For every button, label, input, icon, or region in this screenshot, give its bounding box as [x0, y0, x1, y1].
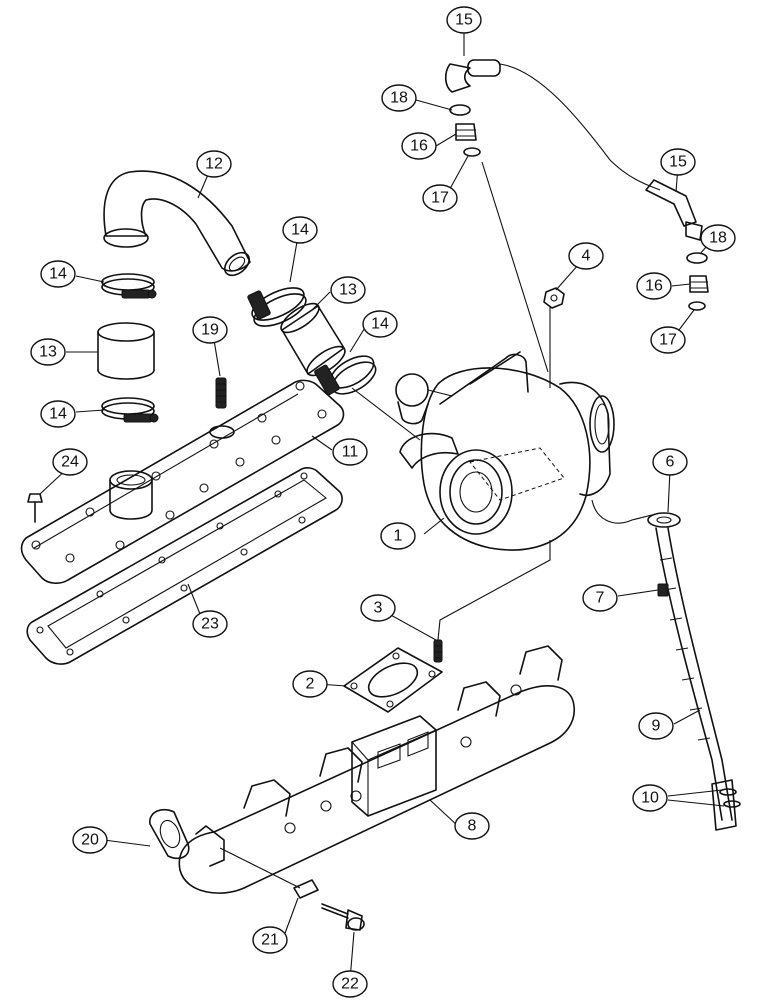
adapter-16-upper — [455, 123, 477, 141]
callout-label: 21 — [261, 932, 279, 949]
callout-label: 14 — [49, 266, 67, 283]
callout-4: 4 — [568, 242, 604, 270]
assembly-center-lines — [219, 161, 657, 889]
hose-clamp-center-lower — [314, 355, 377, 396]
callout-22: 22 — [332, 970, 368, 998]
callout-label: 6 — [666, 454, 675, 471]
callout-label: 10 — [641, 790, 659, 807]
callout-17-right: 17 — [650, 326, 686, 354]
callout-label: 1 — [394, 528, 403, 545]
callout-label: 9 — [652, 718, 661, 735]
callout-label: 15 — [455, 12, 473, 29]
callout-7: 7 — [582, 584, 618, 612]
callout-11: 11 — [332, 438, 368, 466]
callout-leaders — [39, 32, 725, 981]
gasket-6 — [647, 512, 681, 528]
hose-sleeve-center — [280, 302, 346, 377]
oil-drain-tube — [655, 527, 737, 831]
callout-label: 19 — [201, 322, 219, 339]
washer-18-upper — [449, 104, 471, 116]
callout-label: 13 — [339, 282, 357, 299]
oil-feed-line — [444, 59, 703, 241]
hose-clamp-left-lower — [101, 397, 159, 423]
callout-label: 13 — [39, 344, 57, 361]
callout-23: 23 — [192, 610, 228, 638]
callout-12: 12 — [196, 150, 232, 178]
callout-label: 17 — [659, 332, 677, 349]
intake-manifold — [20, 379, 345, 584]
callout-label: 8 — [468, 818, 477, 835]
callout-3: 3 — [360, 594, 396, 622]
callout-16-right: 16 — [636, 272, 672, 300]
callout-label: 18 — [709, 230, 727, 247]
callout-19: 19 — [192, 316, 228, 344]
callout-label: 2 — [306, 676, 315, 693]
callout-14-left-lower: 14 — [40, 400, 76, 428]
hose-sleeve-left — [97, 322, 155, 380]
callout-14-center-upper: 14 — [282, 216, 318, 244]
callout-8: 8 — [454, 812, 490, 840]
callout-label: 23 — [201, 616, 219, 633]
clip-7 — [657, 583, 669, 597]
o-rings-10 — [719, 788, 741, 808]
callout-2: 2 — [292, 670, 328, 698]
bolt-24 — [27, 493, 43, 523]
turbo-gasket — [343, 647, 443, 713]
nut-4 — [543, 287, 565, 309]
callout-label: 3 — [374, 600, 383, 617]
callout-16-top: 16 — [401, 132, 437, 160]
callout-label: 14 — [371, 316, 389, 333]
callout-20: 20 — [72, 826, 108, 854]
manifold-bolt-holes — [31, 381, 327, 563]
callout-label: 11 — [342, 444, 359, 461]
o-ring-17-upper — [463, 147, 481, 157]
o-ring-17-lower — [688, 301, 706, 311]
callout-13-center: 13 — [330, 276, 366, 304]
callout-label: 14 — [291, 222, 309, 239]
callout-label: 16 — [410, 138, 428, 155]
callout-label: 4 — [582, 248, 591, 265]
callout-label: 22 — [341, 976, 359, 993]
washer-18-lower — [686, 252, 708, 264]
callout-label: 20 — [81, 832, 99, 849]
callout-label: 16 — [645, 278, 663, 295]
callout-1: 1 — [380, 522, 416, 550]
callout-15-right: 15 — [660, 148, 696, 176]
exhaust-gasket-20 — [149, 808, 190, 860]
callout-label: 14 — [49, 406, 67, 423]
bolt-22 — [321, 903, 365, 931]
callout-17-top: 17 — [422, 184, 458, 212]
callout-6: 6 — [652, 448, 688, 476]
callout-21: 21 — [252, 926, 288, 954]
callout-label: 7 — [596, 590, 605, 607]
callout-9: 9 — [638, 712, 674, 740]
intake-gasket — [26, 467, 343, 665]
callout-18-right: 18 — [700, 224, 736, 252]
stud-3 — [433, 639, 443, 663]
exhaust-manifold — [178, 645, 575, 894]
callout-15-top: 15 — [446, 6, 482, 34]
callout-label: 18 — [390, 90, 408, 107]
callout-10: 10 — [632, 784, 668, 812]
intake-elbow-pipe — [103, 170, 251, 277]
hose-clamp-center-upper — [247, 287, 307, 327]
hose-clamp-left-upper — [101, 273, 157, 299]
callout-14-center-lower: 14 — [362, 310, 398, 338]
callout-label: 15 — [669, 154, 687, 171]
lock-plate-21 — [293, 879, 319, 899]
turbocharger — [395, 351, 615, 551]
callout-24: 24 — [52, 448, 88, 476]
callout-label: 17 — [431, 190, 449, 207]
callout-18-top: 18 — [381, 84, 417, 112]
adapter-16-lower — [689, 275, 709, 293]
callout-14-left-upper: 14 — [40, 260, 76, 288]
callout-13-left: 13 — [30, 338, 66, 366]
callout-label: 12 — [205, 156, 223, 173]
exhaust-ports — [243, 645, 563, 834]
callout-label: 24 — [61, 454, 79, 471]
stud-19 — [215, 377, 227, 409]
